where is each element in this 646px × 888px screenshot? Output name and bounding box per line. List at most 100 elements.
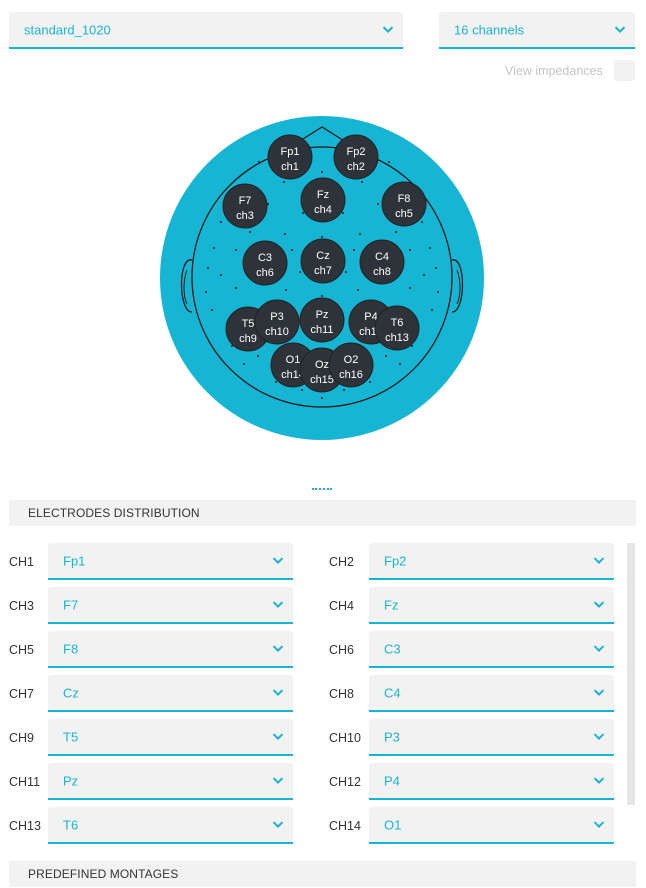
channel-electrode-select[interactable]: T6 [48, 807, 293, 844]
electrode-name: Cz [316, 250, 329, 262]
position-dot [342, 212, 344, 214]
chevron-down-icon [593, 556, 605, 564]
electrode-circle [374, 305, 420, 351]
electrode-channel: ch2 [347, 161, 365, 173]
electrode-circle [299, 297, 345, 343]
position-dot [388, 161, 390, 163]
electrode-circle [300, 177, 346, 223]
electrode-channel: ch4 [314, 204, 332, 216]
channel-electrode-value: Pz [63, 773, 79, 788]
electrode-name: F7 [239, 195, 252, 207]
position-dot [421, 221, 423, 223]
channels-select[interactable]: 16 channels [439, 12, 635, 49]
electrode-channel: ch8 [373, 266, 391, 278]
channel-electrode-select[interactable]: F8 [48, 631, 293, 668]
channel-electrode-value: F7 [63, 597, 79, 612]
channel-label: CH7 [9, 687, 35, 701]
channel-electrode-select[interactable]: O1 [369, 807, 614, 844]
electrode-channel: ch5 [395, 208, 413, 220]
electrode-t6[interactable]: T6 ch13 [374, 305, 420, 351]
channel-label: CH8 [329, 687, 355, 701]
channel-electrode-select[interactable]: C4 [369, 675, 614, 712]
electrode-channel: ch1 [281, 161, 299, 173]
position-dot [235, 287, 237, 289]
electrode-channel: ch6 [256, 267, 274, 279]
predefined-montages-header[interactable]: PREDEFINED MONTAGES [9, 861, 636, 887]
position-dot [357, 289, 359, 291]
channel-label: CH14 [329, 819, 361, 833]
channel-electrode-select[interactable]: C3 [369, 631, 614, 668]
channel-electrode-value: Fz [384, 597, 399, 612]
channel-electrode-value: T5 [63, 729, 79, 744]
electrode-name: P4 [364, 311, 377, 323]
electrode-name: T5 [242, 318, 255, 330]
position-dot [377, 203, 379, 205]
electrode-circle [381, 181, 427, 227]
chevron-down-icon [593, 820, 605, 828]
view-impedances-checkbox[interactable] [614, 60, 635, 81]
position-dot [321, 236, 323, 238]
chevron-down-icon [593, 732, 605, 740]
chevron-down-icon [272, 776, 284, 784]
position-dot [321, 397, 323, 399]
position-dot [285, 289, 287, 291]
electrode-name: Fp1 [281, 146, 300, 158]
channels-select-value: 16 channels [454, 22, 525, 37]
channel-electrode-select[interactable]: P3 [369, 719, 614, 756]
chevron-down-icon [272, 556, 284, 564]
electrode-circle [300, 238, 346, 284]
position-dot [299, 271, 301, 273]
position-dot [399, 363, 401, 365]
channel-electrode-select[interactable]: Fp1 [48, 543, 293, 580]
montage-select[interactable]: standard_1020 [9, 12, 403, 49]
position-dot [321, 295, 323, 297]
electrodes-distribution-header[interactable]: ELECTRODES DISTRIBUTION [9, 500, 636, 526]
position-dot [220, 221, 222, 223]
channel-electrode-select[interactable]: P4 [369, 763, 614, 800]
channel-electrode-select[interactable]: F7 [48, 587, 293, 624]
channel-electrode-select[interactable]: Fp2 [369, 543, 614, 580]
chevron-down-icon [593, 688, 605, 696]
electrode-circle [242, 240, 288, 286]
chevron-down-icon [272, 688, 284, 696]
channel-label: CH10 [329, 731, 361, 745]
position-dot [220, 274, 222, 276]
position-dot [257, 355, 259, 357]
electrode-name: T6 [391, 317, 404, 329]
electrode-name: Pz [316, 309, 329, 321]
chevron-down-icon [382, 25, 394, 33]
channel-electrode-select[interactable]: T5 [48, 719, 293, 756]
electrode-circle [254, 299, 300, 345]
electrode-channel: ch13 [385, 332, 409, 344]
electrode-name: Oz [315, 359, 329, 371]
electrode-circle [222, 183, 268, 229]
position-dot [275, 381, 277, 383]
channel-electrode-value: Fp1 [63, 553, 86, 568]
position-dot [395, 231, 397, 233]
electrode-channel: ch14 [281, 369, 305, 381]
position-dot [267, 203, 269, 205]
electrode-channel: ch9 [239, 333, 257, 345]
electrode-circle [267, 134, 313, 180]
position-dot [258, 161, 260, 163]
channel-electrode-select[interactable]: Cz [48, 675, 293, 712]
position-dot [321, 171, 323, 173]
channel-electrode-select[interactable]: Pz [48, 763, 293, 800]
resize-handle[interactable] [312, 488, 332, 492]
scrollbar-thumb[interactable] [627, 543, 635, 805]
position-dot [353, 249, 355, 251]
electrode-channel: ch15 [310, 374, 334, 386]
channel-electrode-select[interactable]: Fz [369, 587, 614, 624]
electrode-channel: ch3 [236, 210, 254, 222]
